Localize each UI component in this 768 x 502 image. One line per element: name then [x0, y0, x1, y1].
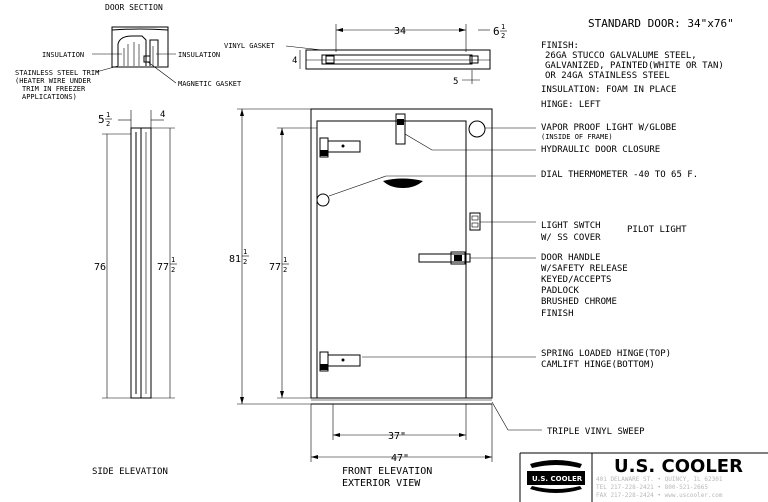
company-name: U.S. COOLER — [614, 456, 743, 477]
address-line-3: FAX 217-228-2424 • www.uscooler.com — [596, 492, 723, 499]
front-elevation-title: FRONT ELEVATION — [342, 466, 432, 477]
handle-line-4: PADLOCK — [541, 286, 580, 296]
front-dim-77: 77 — [269, 262, 281, 273]
side-dim-4: 4 — [160, 110, 165, 120]
trim-label-2: (HEATER WIRE UNDER — [15, 77, 92, 85]
door-section-title: DOOR SECTION — [105, 3, 163, 12]
vapor-light-globe — [468, 120, 486, 138]
company-logo: U.S. COOLER — [527, 460, 585, 493]
side-elevation-title: SIDE ELEVATION — [92, 467, 168, 477]
sweep-label: TRIPLE VINYL SWEEP — [547, 427, 645, 437]
vinyl-gasket-label: VINYL GASKET — [224, 42, 275, 50]
bottom-hinge — [319, 351, 361, 372]
top-view-frame — [305, 49, 491, 70]
handle-line-6: FINISH — [541, 309, 574, 319]
vapor-light-sub: (INSIDE OF FRAME) — [541, 133, 613, 141]
finish-line-3: GALVANIZED, PAINTED(WHITE OR TAN) — [545, 61, 724, 71]
side-elevation: 5 1 2 4 76 77 1 2 SIDE ELEVATION — [92, 110, 177, 477]
front-dim-81-num: 1 — [243, 248, 247, 256]
hinge-callout-1: SPRING LOADED HINGE(TOP) — [541, 349, 671, 359]
handle-line-3: KEYED/ACCEPTS — [541, 275, 611, 285]
front-dim-81: 81 — [229, 254, 241, 265]
pilot-light-label: PILOT LIGHT — [627, 225, 687, 235]
side-dim-5-whole: 5 — [98, 113, 105, 126]
finish-line-2: 26GA STUCCO GALVALUME STEEL, — [545, 51, 697, 61]
address-line-1: 401 DELAWARE ST. • QUINCY, IL 62301 — [596, 476, 723, 483]
closure-label: HYDRAULIC DOOR CLOSURE — [541, 145, 660, 155]
hydraulic-closure — [395, 113, 406, 145]
hinge-spec: HINGE: LEFT — [541, 100, 601, 110]
side-dim-77: 77 — [157, 262, 169, 273]
vapor-light-label: VAPOR PROOF LIGHT W/GLOBE — [541, 123, 676, 133]
trim-label-1: STAINLESS STEEL TRIM — [15, 69, 99, 77]
trim-label-3: TRIM IN FREEZER — [22, 85, 86, 93]
light-switch-cover — [469, 212, 481, 231]
finish-line-4: OR 24GA STAINLESS STEEL — [545, 71, 670, 81]
insulation-left-label: INSULATION — [42, 51, 84, 59]
handle-line-2: W/SAFETY RELEASE — [541, 264, 628, 274]
door-handle — [418, 251, 471, 265]
front-elevation-subtitle: EXTERIOR VIEW — [342, 478, 421, 489]
door-emblem — [383, 178, 423, 188]
finish-line-1: FINISH: — [541, 41, 579, 51]
door-panel — [316, 120, 467, 399]
side-dim-77-num: 1 — [171, 256, 175, 264]
top-hinge — [319, 137, 361, 158]
insulation-right-label: INSULATION — [178, 51, 220, 59]
dim-6-whole: 6 — [493, 25, 500, 38]
handle-line-5: BRUSHED CHROME — [541, 297, 617, 307]
dim-depth-4: 4 — [292, 56, 297, 66]
logo-text: U.S. COOLER — [532, 475, 583, 483]
insulation-spec: INSULATION: FOAM IN PLACE — [541, 85, 676, 95]
hinge-callout-2: CAMLIFT HINGE(BOTTOM) — [541, 360, 655, 370]
front-dim-37: 37" — [388, 431, 406, 442]
magnetic-gasket-shape — [143, 55, 151, 63]
trim-label-4: APPLICATIONS) — [22, 93, 77, 101]
dim-6-den: 2 — [501, 32, 505, 40]
standard-door-label: STANDARD DOOR: 34"x76" — [588, 17, 734, 30]
light-switch-label-2: W/ SS COVER — [541, 233, 601, 243]
front-dim-81-den: 2 — [243, 258, 247, 266]
dim-5: 5 — [453, 77, 458, 87]
side-dim-5-num: 1 — [106, 111, 110, 119]
light-switch-label-1: LIGHT SWTCH — [541, 221, 601, 231]
top-view: VINYL GASKET 34 6 1 2 4 5 — [224, 23, 507, 87]
front-dim-77-num: 1 — [283, 256, 287, 264]
side-dim-77-den: 2 — [171, 266, 175, 274]
side-dim-5-den: 2 — [106, 120, 110, 128]
magnetic-gasket-label: MAGNETIC GASKET — [178, 80, 242, 88]
thermometer-label: DIAL THERMOMETER -40 TO 65 F. — [541, 170, 698, 180]
handle-line-1: DOOR HANDLE — [541, 253, 601, 263]
dim-6-num: 1 — [501, 23, 505, 31]
dial-thermometer — [316, 193, 330, 207]
front-dim-77-den: 2 — [283, 266, 287, 274]
spec-block: STANDARD DOOR: 34"x76" FINISH: 26GA STUC… — [541, 17, 734, 110]
address-line-2: TEL 217-228-2421 • 800-521-2665 — [596, 484, 708, 491]
dim-34: 34 — [394, 26, 406, 37]
side-dim-76: 76 — [94, 262, 106, 273]
callouts: VAPOR PROOF LIGHT W/GLOBE (INSIDE OF FRA… — [328, 123, 698, 437]
top-view-door — [321, 54, 473, 65]
title-block: U.S. COOLER U.S. COOLER 401 DELAWARE ST.… — [519, 452, 768, 502]
door-section: DOOR SECTION INSULATION INSULATION STAIN… — [15, 3, 242, 101]
front-elevation: 81 1 2 77 1 2 37" 47" FRONT ELEVATION EX… — [229, 108, 493, 489]
door-section-box — [111, 26, 169, 68]
front-dim-47: 47" — [391, 453, 409, 464]
